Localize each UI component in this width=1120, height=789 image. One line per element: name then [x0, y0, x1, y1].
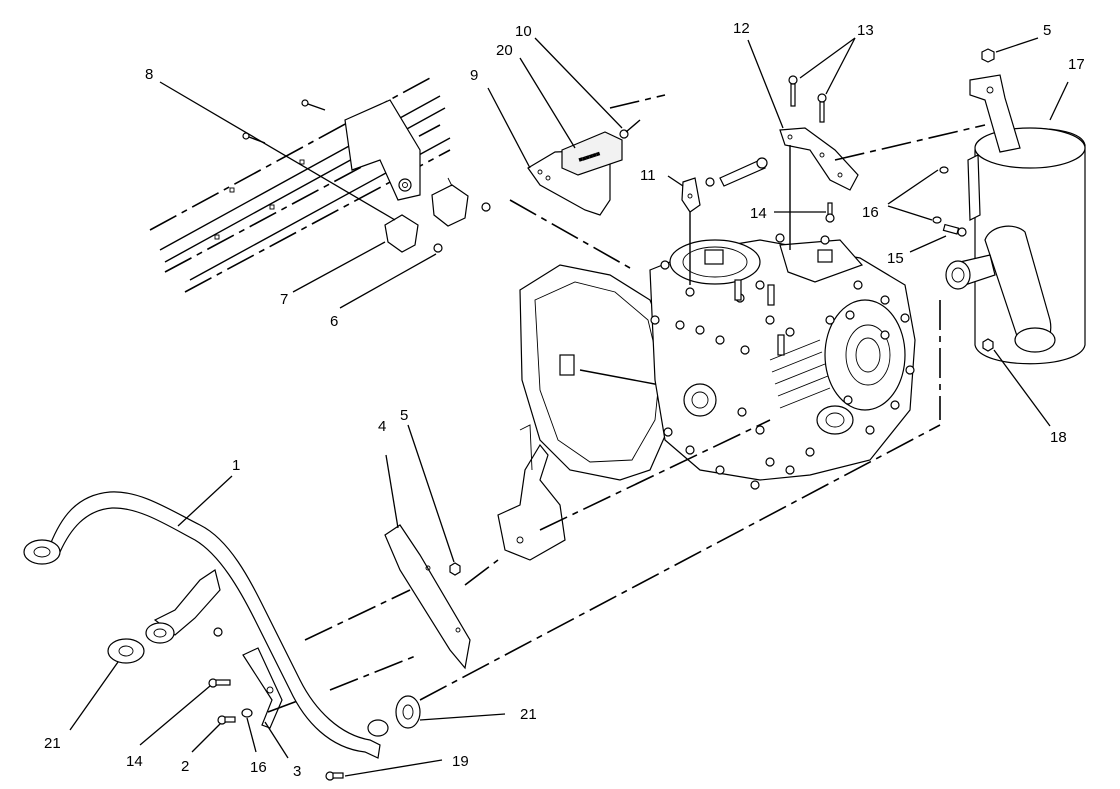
bolt-part-14-lower — [208, 678, 231, 688]
callout-13: 13 — [857, 22, 874, 39]
callout-1: 1 — [232, 457, 240, 474]
callout-7: 7 — [280, 291, 288, 308]
nut-part-18 — [982, 338, 994, 352]
engine-assembly — [519, 233, 916, 490]
muffler-part-17 — [945, 74, 1086, 365]
washers-part-16 — [932, 166, 949, 224]
bracket-part-12 — [779, 127, 859, 191]
callout-10: 10 — [515, 23, 532, 40]
callout-11: 11 — [640, 167, 656, 184]
bolt-part-10 — [619, 119, 641, 139]
callout-18: 18 — [1050, 429, 1067, 446]
callout-16-lower: 16 — [250, 759, 267, 776]
bolt-part-13 — [788, 75, 827, 123]
bracket-part-3 — [242, 647, 283, 729]
callout-numbers: 1 2 3 4 5 5 6 7 8 9 10 20 11 12 13 14 14… — [44, 20, 1085, 780]
callout-9: 9 — [470, 67, 478, 84]
callout-4: 4 — [378, 418, 386, 435]
callout-6: 6 — [330, 313, 338, 330]
callout-5-top: 5 — [1043, 22, 1051, 39]
bolt-part-19 — [325, 771, 344, 781]
callout-3: 3 — [293, 763, 301, 780]
callout-21-right: 21 — [520, 706, 537, 723]
callout-20: 20 — [496, 42, 513, 59]
bracket-part-11 — [681, 157, 768, 285]
callout-17: 17 — [1068, 56, 1085, 73]
gasket-part-21-left — [107, 638, 145, 664]
callout-15: 15 — [887, 250, 904, 267]
callout-21-left: 21 — [44, 735, 61, 752]
bolt-part-15 — [942, 223, 967, 237]
callout-16-upper: 16 — [862, 204, 879, 221]
callout-12: 12 — [733, 20, 750, 37]
nut-part-5-top — [981, 48, 995, 63]
heat-shield-part-4 — [384, 524, 471, 670]
engine-mount — [384, 177, 491, 253]
bolt-part-2 — [217, 715, 236, 725]
callout-19: 19 — [452, 753, 469, 770]
callout-2: 2 — [181, 758, 189, 775]
washer-part-16-lower — [241, 708, 253, 718]
leader-lines — [69, 37, 1069, 777]
bolt-part-14-upper — [825, 202, 835, 223]
gasket-part-21-right — [395, 695, 421, 729]
lower-bracket — [497, 424, 566, 561]
frame-bolt — [242, 99, 326, 144]
engine-bolt-heads — [650, 233, 915, 490]
exhaust-pipe-part-1 — [23, 491, 389, 759]
bracket-part-9: ■■■■■■ — [527, 131, 623, 216]
callout-14-upper: 14 — [750, 205, 767, 222]
callout-8: 8 — [145, 66, 153, 83]
callout-5-lower: 5 — [400, 407, 408, 424]
nut-part-5-lower — [449, 562, 461, 576]
frame-rails — [149, 77, 451, 293]
callout-14-lower: 14 — [126, 753, 143, 770]
